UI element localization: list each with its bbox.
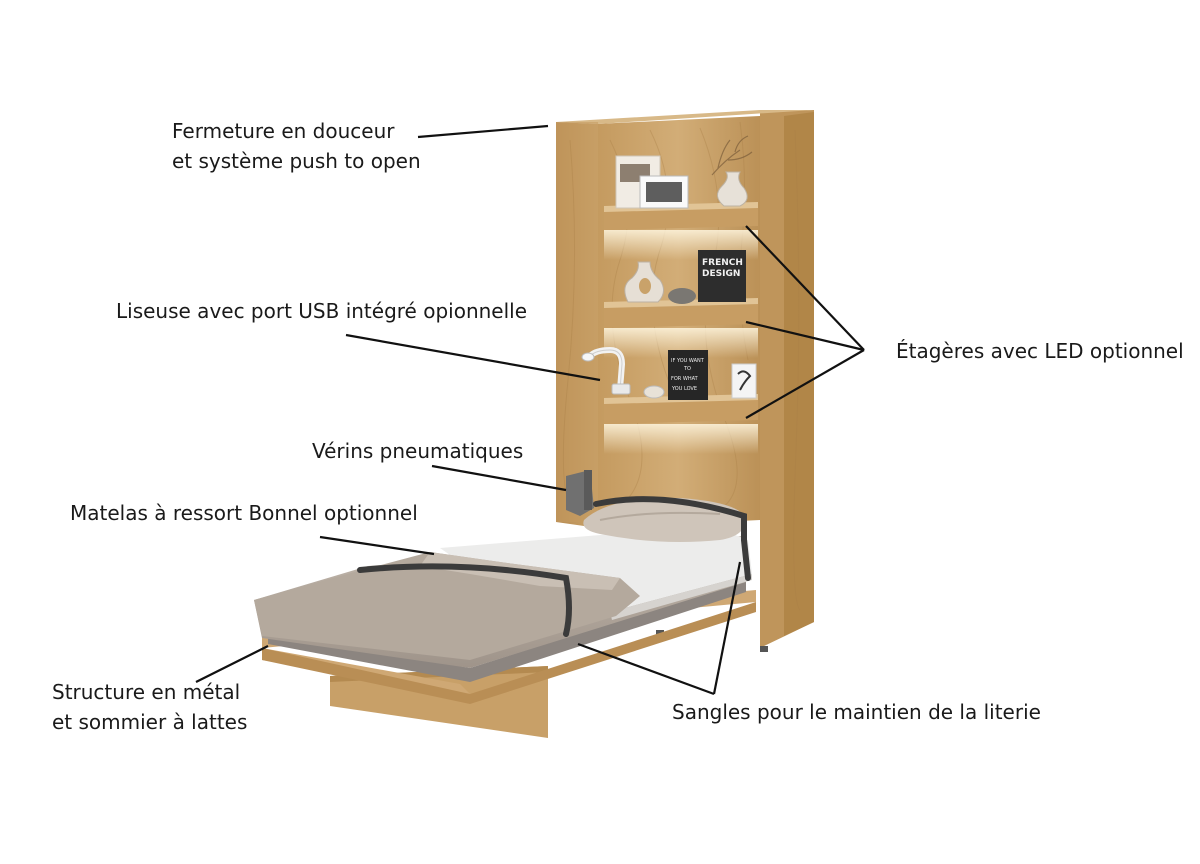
metal-frame [268,580,746,682]
stone-bowl [668,288,696,304]
leader-frame [195,645,269,683]
leader-strap-1 [577,642,715,696]
label-soft-close-line2: et système push to open [172,149,421,173]
art-card [731,363,757,399]
shelf-bottom [604,398,758,424]
bed-straps [357,496,751,637]
leader-strap-2 [712,561,742,695]
quote-book [668,350,708,400]
branch-decoration [711,135,753,176]
label-shelves: Étagères avec LED optionnel [896,339,1184,363]
label-frame-line1: Structure en métal [52,680,241,704]
quote-book-line1: IF YOU WANT [671,358,705,364]
middle-shelf-items: FRENCH DESIGN [624,250,746,304]
leader-shelf-2 [745,320,865,352]
bed-icon [254,496,756,738]
leader-shelf-3 [745,349,865,419]
cabinet-top [556,110,814,124]
reading-lamp-icon [581,346,631,395]
top-shelf-items [615,155,748,209]
label-frame-line2: et sommier à lattes [52,710,248,734]
label-frame: Structure en métal et sommier à lattes [52,677,247,737]
label-soft-close-line1: Fermeture en douceur [172,119,395,143]
leader-lines [195,124,865,696]
label-straps: Sangles pour le maintien de la literie [672,700,1041,724]
label-gas-pistons: Vérins pneumatiques [312,439,524,463]
french-design-line1: FRENCH [702,258,743,268]
vase [717,171,748,207]
small-bowl [643,385,665,399]
label-mattress: Matelas à ressort Bonnel optionnel [70,501,418,525]
wall-bed-cabinet: FRENCH DESIGN IF YOU WANT TO FOR WHAT YO… [556,110,814,652]
leader-reading-lamp [345,333,601,382]
leader-mattress [319,535,435,556]
label-reading-lamp: Liseuse avec port USB intégré opionnelle [116,299,528,323]
label-soft-close: Fermeture en douceur et système push to … [172,116,421,176]
bottom-shelf-items: IF YOU WANT TO FOR WHAT YOU LOVE [643,350,757,400]
quote-book-line4: YOU LOVE [671,386,697,392]
quote-book-line3: FOR WHAT [671,376,699,382]
book-french-design [698,250,746,302]
french-design-line2: DESIGN [702,269,740,279]
leader-gas-pistons [431,464,567,492]
leader-soft-close [417,124,549,139]
shelf-middle [604,302,758,328]
leader-shelf-1 [745,225,865,351]
shelf-top [604,206,758,230]
quote-book-line2: TO [683,366,691,372]
